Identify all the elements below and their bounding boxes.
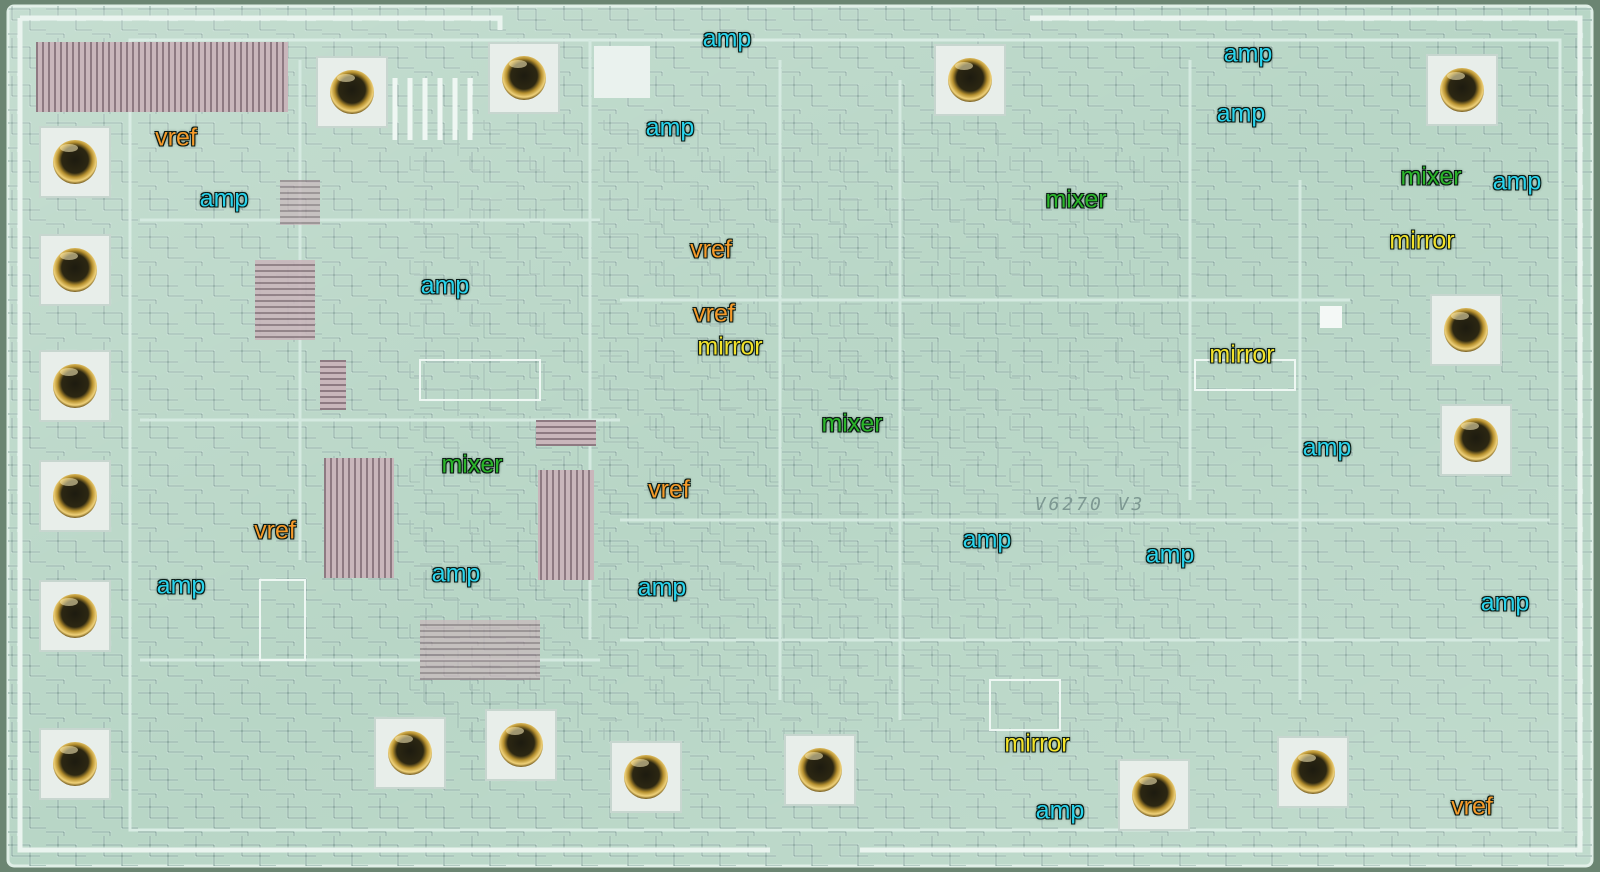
bond-pad bbox=[1426, 54, 1498, 126]
bond-pad bbox=[934, 44, 1006, 116]
bond-pad bbox=[374, 717, 446, 789]
bond-pad bbox=[784, 734, 856, 806]
bond-pad bbox=[485, 709, 557, 781]
bond-pad bbox=[1277, 736, 1349, 808]
bond-pad bbox=[39, 234, 111, 306]
bond-pad bbox=[39, 350, 111, 422]
bond-pad bbox=[39, 580, 111, 652]
bond-pad bbox=[39, 460, 111, 532]
die-marking: V6270 V3 bbox=[1035, 494, 1146, 515]
bond-pad bbox=[488, 42, 560, 114]
bond-pad bbox=[1430, 294, 1502, 366]
bond-pad bbox=[39, 728, 111, 800]
bond-pad bbox=[610, 741, 682, 813]
bond-pad bbox=[1118, 759, 1190, 831]
bond-pad bbox=[1440, 404, 1512, 476]
bond-pad bbox=[39, 126, 111, 198]
bond-pad bbox=[316, 56, 388, 128]
